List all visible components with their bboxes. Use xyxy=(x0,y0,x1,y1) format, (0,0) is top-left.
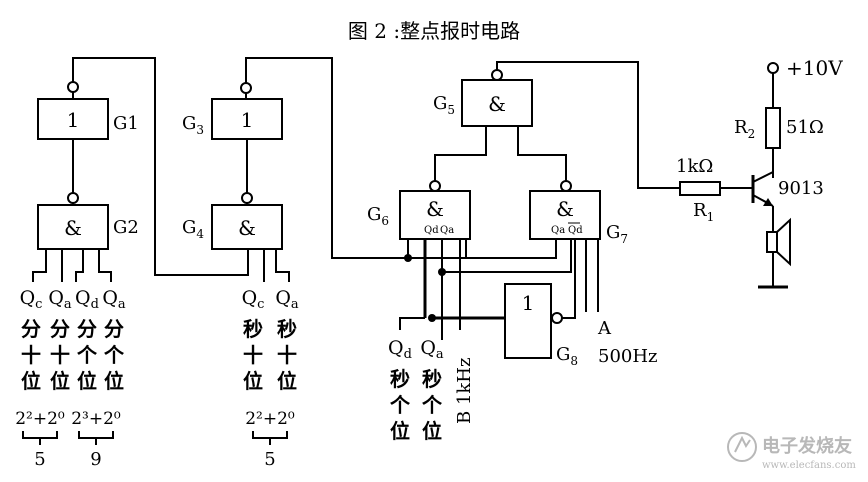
signal-b-label: B 1kHz xyxy=(454,358,475,425)
second-tens-sum-expression: 2²+2⁰ xyxy=(245,409,295,429)
gate-g5-label: G5 xyxy=(433,93,455,117)
second-tens-input-1-char-1: 秒 xyxy=(243,317,263,341)
second-units-input-1-q-label: Qd xyxy=(388,337,412,362)
minute-sum-5-value: 5 xyxy=(34,449,45,470)
watermark-logo: 电子发烧友 www.elecfans.com xyxy=(727,432,856,471)
second-tens-sum: 2²+2⁰ 5 xyxy=(245,409,295,470)
minute-input-4-char-1: 分 xyxy=(104,317,124,341)
second-tens-input-1-q-label: Qc xyxy=(242,287,265,312)
minute-input-4-char-3: 位 xyxy=(104,369,124,393)
second-tens-input-labels: Qc 秒十位 Qa 秒十位 xyxy=(242,287,299,393)
second-units-input-1-char-3: 位 xyxy=(390,419,410,443)
transistor-9013: 9013 xyxy=(751,171,824,207)
minute-sum-5: 2²+2⁰ 5 xyxy=(15,409,65,470)
second-units-input-1-char-1: 秒 xyxy=(390,367,410,391)
second-tens-sum-value: 5 xyxy=(264,449,275,470)
gate-g4: & G4 xyxy=(182,204,283,250)
power-supply: +10V xyxy=(767,56,843,80)
minute-input-3-q-label: Qd xyxy=(75,287,99,312)
watermark-text: 电子发烧友 xyxy=(762,435,852,457)
diagram-title: 图 2 :整点报时电路 xyxy=(348,19,520,43)
gate-g3: 1 G3 xyxy=(182,62,283,140)
minute-input-2-char-3: 位 xyxy=(50,369,70,393)
second-tens-input-1-char-2: 十 xyxy=(243,343,263,367)
watermark-url: www.elecfans.com xyxy=(762,460,856,471)
second-units-input-2-char-3: 位 xyxy=(422,419,442,443)
resistor-r2-name: R2 xyxy=(734,117,755,141)
signal-a-frequency: 500Hz xyxy=(598,346,658,367)
gate-g2-symbol: & xyxy=(64,216,82,240)
second-units-input-2-q-label: Qa xyxy=(420,337,444,362)
gate-g5-symbol: & xyxy=(488,92,506,116)
gate-g1-symbol: 1 xyxy=(67,108,80,132)
second-tens-input-2-q-label: Qa xyxy=(275,287,299,312)
gate-g7-input-qd: Qd xyxy=(568,225,583,236)
gate-g6: & Qd Qa G6 xyxy=(367,190,471,240)
minute-input-2-char-2: 十 xyxy=(50,343,70,367)
second-units-input-2-char-1: 秒 xyxy=(422,367,442,391)
gate-g3-symbol: 1 xyxy=(241,108,254,132)
minute-sum-5-expression: 2²+2⁰ xyxy=(15,409,65,429)
gate-g7-symbol: & xyxy=(556,197,574,221)
minute-input-1-char-3: 位 xyxy=(21,369,41,393)
resistor-r2-value: 51Ω xyxy=(786,117,824,138)
second-units-input-labels: Qd 秒个位 Qa 秒个位 xyxy=(388,337,444,443)
minute-input-1-char-1: 分 xyxy=(21,317,41,341)
gate-g6-symbol: & xyxy=(426,197,444,221)
gate-g1: 1 G1 xyxy=(37,65,139,140)
gate-g2: & G2 xyxy=(37,204,139,250)
gate-g3-label: G3 xyxy=(182,113,204,137)
minute-input-3-char-2: 个 xyxy=(76,343,98,367)
signal-a-letter: A xyxy=(597,318,612,339)
minute-input-2-char-1: 分 xyxy=(50,317,70,341)
gate-g8-label: G8 xyxy=(556,344,578,368)
minute-input-4-q-label: Qa xyxy=(102,287,126,312)
gate-g7-label: G7 xyxy=(606,222,628,246)
minute-input-3-char-3: 位 xyxy=(77,369,97,393)
transistor-label: 9013 xyxy=(778,178,824,199)
minute-input-1-q-label: Qc xyxy=(20,287,43,312)
second-tens-input-2-char-2: 十 xyxy=(277,343,297,367)
second-units-input-2-char-2: 个 xyxy=(421,393,443,417)
gate-g1-label: G1 xyxy=(113,113,139,134)
minute-sum-9-expression: 2³+2⁰ xyxy=(71,409,121,429)
second-tens-input-2-char-1: 秒 xyxy=(277,317,297,341)
minute-input-2-q-label: Qa xyxy=(48,287,72,312)
resistor-r2: R2 51Ω xyxy=(734,107,824,149)
gate-g5: & G5 xyxy=(433,79,533,127)
gate-g4-symbol: & xyxy=(238,216,256,240)
second-tens-input-1-char-3: 位 xyxy=(243,369,263,393)
gate-g8: 1 G8 xyxy=(504,283,578,368)
minute-sum-9-value: 9 xyxy=(90,449,101,470)
minute-input-3-char-1: 分 xyxy=(77,317,97,341)
minute-sum-9: 2³+2⁰ 9 xyxy=(71,409,121,470)
gate-g2-label: G2 xyxy=(113,217,139,238)
gate-g6-input-qa: Qa xyxy=(440,225,454,236)
gate-g6-label: G6 xyxy=(367,204,389,228)
gate-g7: & Qa Qd G7 xyxy=(529,190,628,246)
minute-input-1-char-2: 十 xyxy=(21,343,41,367)
gate-g6-input-qd: Qd xyxy=(424,225,439,236)
second-units-input-1-char-2: 个 xyxy=(389,393,411,417)
power-supply-label: +10V xyxy=(786,56,843,80)
second-tens-input-2-char-3: 位 xyxy=(277,369,297,393)
speaker-icon xyxy=(766,217,791,267)
resistor-r1: 1kΩ R1 xyxy=(676,156,721,224)
resistor-r1-name: R1 xyxy=(693,200,714,224)
gate-g8-symbol: 1 xyxy=(522,291,535,315)
gate-g4-label: G4 xyxy=(182,217,204,241)
minute-input-4-char-2: 个 xyxy=(103,343,125,367)
resistor-r1-value: 1kΩ xyxy=(676,156,713,177)
gate-g7-input-qa: Qa xyxy=(551,225,565,236)
